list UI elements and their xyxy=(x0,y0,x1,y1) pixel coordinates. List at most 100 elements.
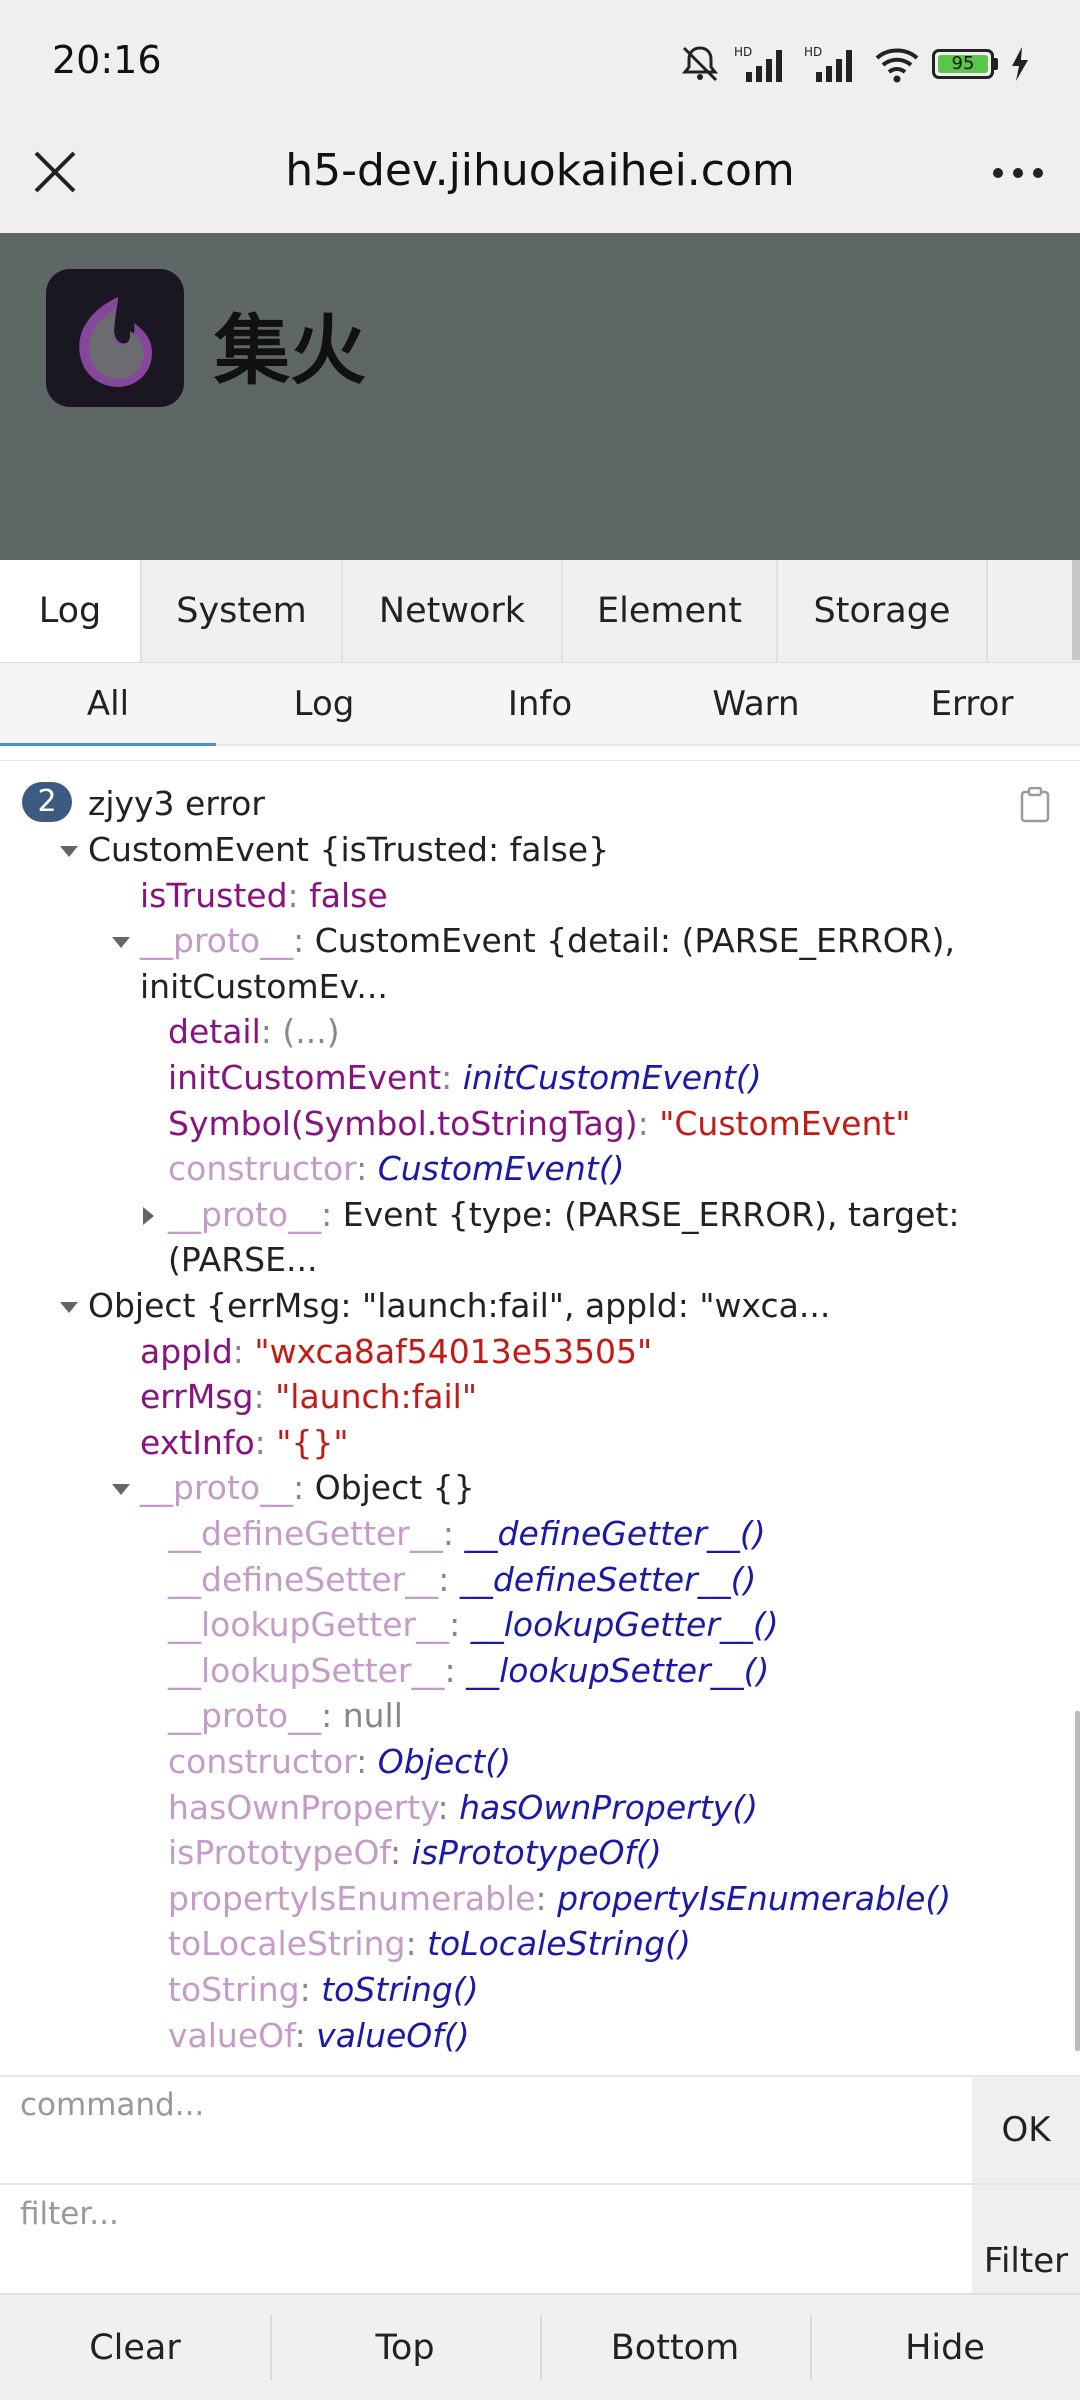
mute-bell-icon xyxy=(681,46,719,82)
log-tree-line: constructor: Object() xyxy=(168,1739,511,1784)
more-icon[interactable] xyxy=(990,161,1046,185)
browser-titlebar: h5-dev.jihuokaihei.com xyxy=(0,125,1080,233)
subtab-all[interactable]: All xyxy=(0,663,216,746)
log-token: __defineSetter__ xyxy=(168,1559,439,1599)
signal-2-icon: HD xyxy=(804,45,852,82)
log-token: initCustomEvent() xyxy=(462,1058,762,1097)
log-token: : xyxy=(637,1103,660,1143)
tab-system[interactable]: System xyxy=(142,560,343,662)
log-token: __defineGetter__() xyxy=(464,1514,766,1553)
log-token: appId xyxy=(140,1331,233,1371)
log-token: : xyxy=(356,1742,378,1781)
log-token: isPrototypeOf() xyxy=(411,1833,662,1873)
log-token: : xyxy=(294,2015,317,2055)
log-tree-line[interactable]: __proto__: Event {type: (PARSE_ERROR), t… xyxy=(143,1192,959,1237)
log-tree-line: detail: (...) xyxy=(168,1009,340,1054)
log-token: detail xyxy=(168,1012,261,1052)
log-tree-line: isPrototypeOf: isPrototypeOf() xyxy=(168,1830,662,1875)
log-tree-line: isTrusted: false xyxy=(140,873,388,918)
log-token: : xyxy=(232,1331,255,1371)
log-tree-line[interactable]: __proto__: CustomEvent {detail: (PARSE_E… xyxy=(112,918,955,963)
log-token: (PARSE... xyxy=(168,1240,318,1280)
expand-arrow-icon[interactable] xyxy=(60,1302,78,1313)
tab-element[interactable]: Element xyxy=(563,560,778,662)
battery-level: 95 xyxy=(938,55,988,73)
log-token: valueOf xyxy=(168,2015,295,2055)
log-token: : xyxy=(254,1422,277,1462)
log-token: : null xyxy=(321,1696,403,1736)
app-banner: 集火 xyxy=(0,233,1080,560)
expand-arrow-icon[interactable] xyxy=(112,937,130,949)
app-name: 集火 xyxy=(214,306,366,395)
log-token: : xyxy=(535,1878,558,1918)
tabs-scrollbar[interactable] xyxy=(1072,560,1080,660)
log-tree-line: initCustomEv... xyxy=(140,964,388,1009)
log-token: : xyxy=(321,1194,343,1234)
log-token: CustomEvent {isTrusted: false} xyxy=(88,830,610,869)
filter-input[interactable] xyxy=(0,2185,972,2293)
log-token: toLocaleString() xyxy=(427,1924,691,1964)
log-output[interactable]: 2 zjyy3 error CustomEvent {isTrusted: fa… xyxy=(0,760,1080,2075)
ok-button[interactable]: OK xyxy=(972,2077,1080,2185)
log-token: "{}" xyxy=(276,1422,349,1462)
log-tree-line[interactable]: __proto__: Object {} xyxy=(112,1465,475,1510)
flame-logo-icon xyxy=(79,297,152,387)
log-tree-line[interactable]: Object {errMsg: "launch:fail", appId: "w… xyxy=(60,1283,830,1328)
charging-icon xyxy=(1012,47,1028,81)
log-token: __proto__ xyxy=(140,921,294,961)
log-token: __proto__ xyxy=(140,1468,294,1508)
log-token: CustomEvent {detail: (PARSE_ERROR), xyxy=(314,921,955,961)
close-icon[interactable] xyxy=(30,147,80,197)
log-token: "wxca8af54013e53505" xyxy=(254,1331,653,1371)
log-tree-line: extInfo: "{}" xyxy=(140,1420,349,1465)
log-tree-line: Symbol(Symbol.toStringTag): "CustomEvent… xyxy=(168,1101,911,1146)
tab-storage[interactable]: Storage xyxy=(778,560,988,662)
expand-arrow-icon[interactable] xyxy=(112,1484,130,1496)
tab-log[interactable]: Log xyxy=(0,560,142,662)
status-icons: HD HD 95 xyxy=(678,44,1030,84)
log-tree-line: toString: toString() xyxy=(168,1967,479,2012)
log-token: constructor xyxy=(168,1742,357,1781)
log-token: Symbol(Symbol.toStringTag) xyxy=(168,1103,638,1143)
hide-button[interactable]: Hide xyxy=(810,2295,1080,2400)
repeat-count-badge: 2 xyxy=(22,782,72,822)
log-token: toString xyxy=(168,1970,300,2009)
log-scrollbar[interactable] xyxy=(1075,1711,1080,2051)
svg-text:HD: HD xyxy=(804,45,822,59)
log-tree-line: errMsg: "launch:fail" xyxy=(140,1374,477,1419)
log-token: extInfo xyxy=(140,1422,255,1462)
log-token: : xyxy=(438,1559,460,1599)
expand-arrow-icon[interactable] xyxy=(60,846,78,857)
bottom-button[interactable]: Bottom xyxy=(540,2295,810,2400)
log-token: __proto__ xyxy=(168,1696,322,1736)
log-tree-line[interactable]: CustomEvent {isTrusted: false} xyxy=(60,827,609,872)
filter-button[interactable]: Filter xyxy=(972,2185,1080,2295)
log-token: __defineSetter__() xyxy=(459,1559,757,1599)
subtab-error[interactable]: Error xyxy=(930,683,1014,724)
log-token: valueOf() xyxy=(316,2015,470,2055)
log-token: "CustomEvent" xyxy=(659,1103,911,1143)
clear-button[interactable]: Clear xyxy=(89,2327,181,2368)
command-input[interactable] xyxy=(0,2077,972,2185)
log-token: false xyxy=(309,875,388,915)
log-tree-line: __lookupSetter__: __lookupSetter__() xyxy=(168,1648,769,1693)
subtab-warn[interactable]: Warn xyxy=(712,683,800,724)
log-tree-line: hasOwnProperty: hasOwnProperty() xyxy=(168,1785,758,1830)
copy-icon[interactable] xyxy=(1020,787,1050,823)
log-token: : xyxy=(441,1058,463,1097)
log-token: : xyxy=(287,875,310,915)
log-token: isPrototypeOf xyxy=(168,1833,390,1873)
log-token: Event {type: (PARSE_ERROR), target: xyxy=(342,1194,960,1234)
log-token: : xyxy=(405,1924,428,1964)
collapsed-arrow-icon[interactable] xyxy=(143,1207,154,1226)
log-token: : xyxy=(437,1787,460,1827)
log-token: __lookupGetter__ xyxy=(168,1605,450,1645)
log-tree-line: appId: "wxca8af54013e53505" xyxy=(140,1329,652,1374)
wifi-icon xyxy=(875,48,919,83)
subtab-info[interactable]: Info xyxy=(507,683,573,724)
tab-network[interactable]: Network xyxy=(343,560,563,662)
subtab-log[interactable]: Log xyxy=(293,683,355,724)
log-tree-line: valueOf: valueOf() xyxy=(168,2013,470,2058)
log-token: errMsg xyxy=(140,1377,254,1417)
top-button[interactable]: Top xyxy=(270,2295,540,2400)
